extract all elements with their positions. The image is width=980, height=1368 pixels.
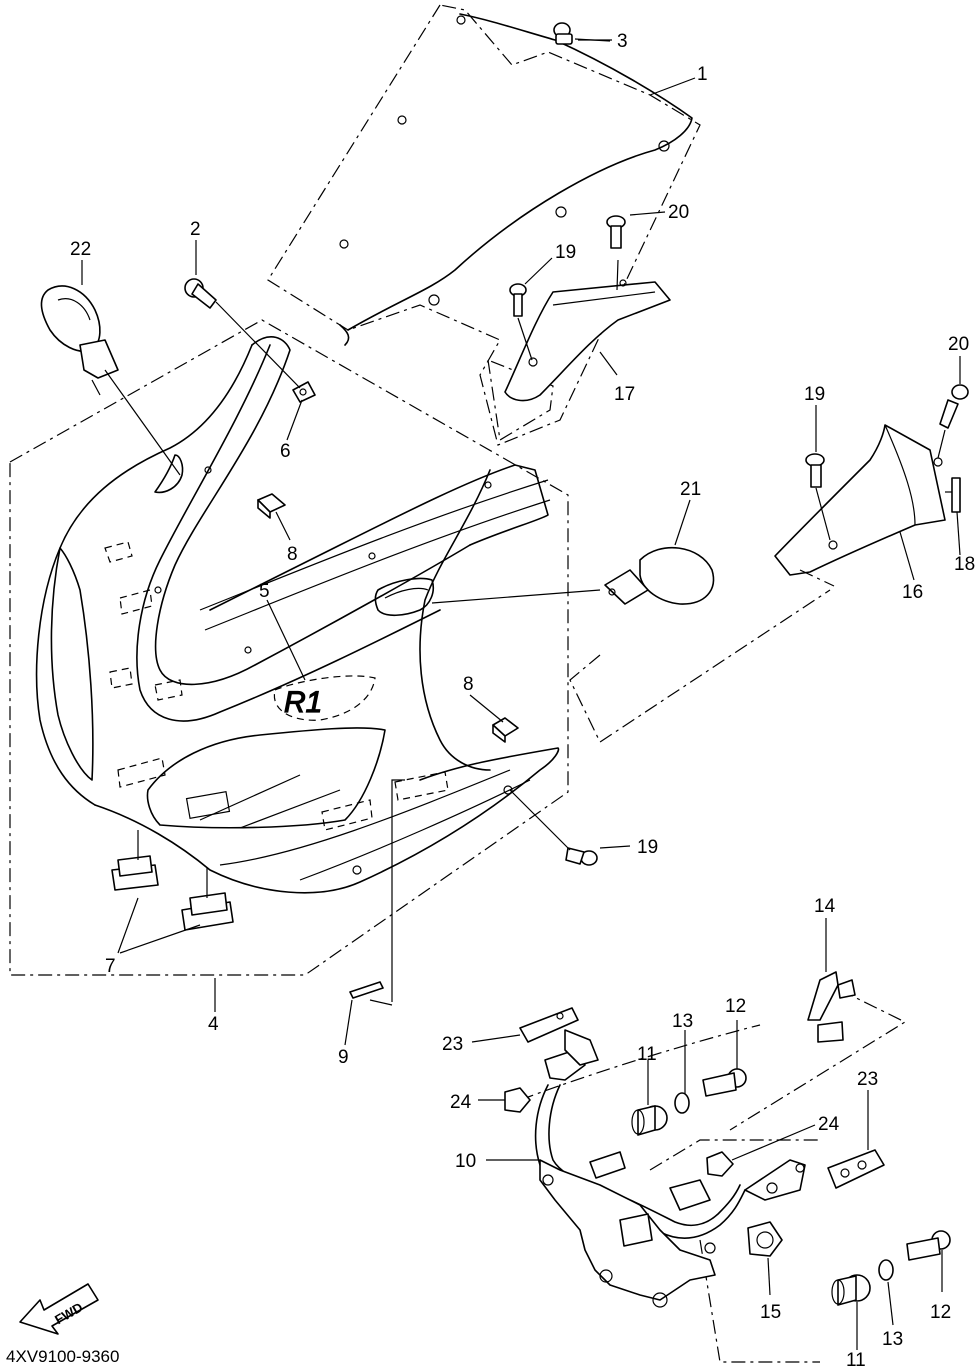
callout-12-upper: 12 [725, 996, 746, 1017]
inner-panel-17 [487, 259, 671, 441]
callout-12-lower: 12 [930, 1302, 951, 1323]
screw-20-upper [606, 215, 626, 249]
cowling-stay [519, 989, 907, 1363]
inner-panel-16 [569, 424, 946, 743]
callout-15: 15 [760, 1302, 781, 1323]
washer-13 [674, 1092, 894, 1281]
callout-11-lower: 11 [846, 1350, 866, 1368]
callout-19-upper: 19 [555, 242, 576, 263]
callout-17: 17 [614, 384, 635, 405]
right-mirror [431, 546, 715, 605]
callout-18: 18 [954, 554, 975, 575]
callout-23-right: 23 [857, 1069, 878, 1090]
strip-18 [945, 477, 961, 513]
callout-8-lower: 8 [463, 674, 474, 695]
callout-16: 16 [902, 582, 923, 603]
left-mirror [40, 285, 181, 476]
callout-21: 21 [680, 479, 701, 500]
callout-7: 7 [105, 956, 116, 977]
callout-6: 6 [280, 441, 291, 462]
callout-5: 5 [259, 581, 270, 602]
upper-cowling [9, 319, 569, 976]
callout-13-upper: 13 [672, 1011, 693, 1032]
callout-22: 22 [70, 239, 91, 260]
screw-2 [184, 278, 301, 389]
callout-19-lower: 19 [637, 837, 658, 858]
callout-2: 2 [190, 219, 201, 240]
plate-23 [519, 1007, 885, 1189]
callout-14: 14 [814, 896, 836, 917]
callout-23-left: 23 [442, 1034, 463, 1055]
screw-20-right [937, 384, 969, 459]
callout-9: 9 [338, 1047, 349, 1068]
forward-arrow-icon: FWD [19, 1283, 99, 1335]
nut-24 [504, 1087, 734, 1177]
screw-3 [553, 22, 611, 45]
bracket-14 [807, 971, 856, 1043]
collar-15 [747, 1221, 783, 1257]
callout-10: 10 [455, 1151, 476, 1172]
screw-19-lower [509, 789, 598, 866]
r1-decal-text: R1 [284, 686, 322, 719]
strip-9 [349, 779, 405, 1006]
callout-20-right: 20 [948, 334, 969, 355]
callout-4: 4 [208, 1014, 219, 1035]
screw-19-right [805, 453, 831, 541]
callout-11-upper: 11 [637, 1044, 657, 1065]
callout-20-upper: 20 [668, 202, 689, 223]
grommet-11 [631, 1060, 871, 1306]
callout-13-lower: 13 [882, 1329, 903, 1350]
grommet-7 [111, 830, 234, 931]
callout-24-right: 24 [818, 1114, 840, 1135]
callout-1: 1 [697, 64, 708, 85]
callout-numbers: 1 2 3 4 5 6 7 8 8 9 10 11 11 12 12 13 13… [70, 31, 975, 1368]
screw-19-upper [509, 283, 533, 361]
callout-3: 3 [617, 31, 628, 52]
r1-decal: R1 [273, 675, 376, 721]
callout-8-upper: 8 [287, 544, 298, 565]
drawing-code: 4XV9100-9360 [6, 1347, 119, 1366]
windshield [267, 4, 701, 446]
callout-leaders [81, 39, 961, 1350]
nut-6 [292, 381, 316, 403]
bolt-12 [702, 1020, 951, 1261]
nut-8 [257, 493, 519, 743]
callout-19-right: 19 [804, 384, 825, 405]
callout-24-left: 24 [450, 1092, 472, 1113]
